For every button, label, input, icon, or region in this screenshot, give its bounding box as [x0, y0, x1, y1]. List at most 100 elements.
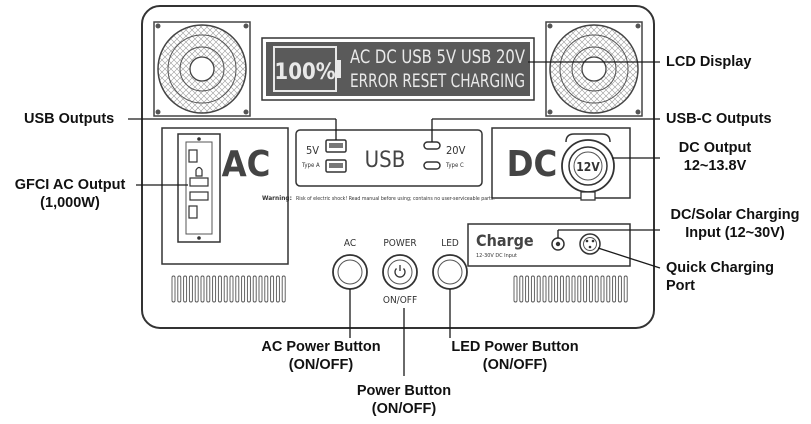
vent-slot: [252, 275, 257, 303]
vent-slot: [623, 275, 628, 303]
vent-slot: [606, 275, 611, 303]
vent-slot: [519, 275, 524, 303]
vent-slot: [542, 275, 547, 303]
fan-right: [545, 21, 643, 117]
vent-slot: [212, 275, 217, 303]
charge-section: Charge 12-30V DC Input: [467, 223, 631, 267]
dc-section: DC 12V: [491, 127, 631, 201]
usb-c-voltage: 20V: [446, 144, 466, 157]
leader-quick: [597, 247, 661, 269]
callout-power-button-line2: (ON/OFF): [371, 401, 437, 417]
vent-slot: [588, 275, 593, 303]
fan-left: [153, 21, 251, 117]
lcd-line-1: AC DC USB 5V USB 20V: [350, 46, 525, 68]
vent-slot: [223, 275, 228, 303]
vent-slot: [281, 275, 286, 303]
callout-usbc-outputs-text: USB-C Outputs: [666, 111, 772, 127]
vent-slot: [559, 275, 564, 303]
callout-dc-output: DC Output 12~13.8V: [660, 139, 770, 175]
callout-usb-outputs: USB Outputs: [24, 110, 114, 128]
usb-section: 5V Type A USB 20V Type C: [295, 129, 483, 187]
ac-outlet[interactable]: [177, 133, 221, 243]
callout-lcd-display-text: LCD Display: [666, 54, 752, 70]
callout-dc-output-line1: DC Output: [678, 140, 752, 156]
vent-slot: [206, 275, 211, 303]
callout-quick-line2: Port: [666, 278, 695, 294]
warning-title: Warning:: [262, 194, 292, 202]
usb-a-type: Type A: [301, 162, 320, 169]
callout-quick-charging: Quick Charging Port: [666, 259, 774, 295]
callout-solar-line2: Input (12~30V): [685, 225, 785, 241]
callout-power-button: Power Button (ON/OFF): [334, 382, 474, 418]
vent-slot: [554, 275, 559, 303]
ac-section: AC: [161, 127, 289, 265]
vent-right: [513, 275, 628, 303]
vent-slot: [571, 275, 576, 303]
callout-led-button: LED Power Button (ON/OFF): [440, 338, 590, 374]
vent-slot: [275, 275, 280, 303]
quick-charging-port[interactable]: [579, 233, 601, 255]
vent-slot: [183, 275, 188, 303]
callout-led-button-line2: (ON/OFF): [482, 357, 548, 373]
vent-slot: [264, 275, 269, 303]
vent-slot: [229, 275, 234, 303]
vent-slot: [177, 275, 182, 303]
vent-slot: [217, 275, 222, 303]
btn-ac-label: AC: [344, 238, 356, 249]
vent-slot: [525, 275, 530, 303]
vent-slot: [548, 275, 553, 303]
vent-slot: [577, 275, 582, 303]
vent-slot: [565, 275, 570, 303]
callout-gfci: GFCI AC Output (1,000W): [0, 176, 140, 212]
usb-label: USB: [365, 148, 406, 173]
lcd-display: 100% AC DC USB 5V USB 20V ERROR RESET CH…: [261, 37, 535, 101]
callout-dc-output-line2: 12~13.8V: [683, 158, 747, 174]
ac-power-button[interactable]: [332, 254, 368, 290]
vent-left: [171, 275, 286, 303]
vent-slot: [513, 275, 518, 303]
vent-slot: [258, 275, 263, 303]
callout-ac-button-line2: (ON/OFF): [288, 357, 354, 373]
ac-label: AC: [222, 144, 271, 185]
callout-solar: DC/Solar Charging Input (12~30V): [662, 206, 808, 242]
vent-slot: [594, 275, 599, 303]
vent-slot: [235, 275, 240, 303]
callout-gfci-line1: GFCI AC Output: [14, 177, 126, 193]
usb-c-port-1[interactable]: [423, 141, 441, 150]
btn-power-label: POWER: [383, 238, 416, 249]
callout-ac-button: AC Power Button (ON/OFF): [246, 338, 396, 374]
power-icon: [394, 265, 406, 278]
car-socket-12v[interactable]: 12V: [561, 133, 615, 201]
dc-label: DC: [507, 144, 558, 185]
callout-power-button-line1: Power Button: [356, 383, 452, 399]
vent-slot: [600, 275, 605, 303]
btn-led-label: LED: [441, 238, 459, 249]
vent-slot: [583, 275, 588, 303]
vent-slot: [530, 275, 535, 303]
vent-slot: [246, 275, 251, 303]
vent-slot: [188, 275, 193, 303]
lcd-line-2: ERROR RESET CHARGING: [350, 70, 525, 92]
button-group: AC POWER LED ON/OFF: [332, 238, 468, 306]
usb-c-type: Type C: [445, 162, 464, 169]
vent-slot: [612, 275, 617, 303]
power-onoff-label: ON/OFF: [383, 295, 417, 306]
car-socket-label: 12V: [576, 160, 600, 174]
dc-solar-input-port[interactable]: [551, 237, 565, 251]
callout-ac-button-line1: AC Power Button: [261, 339, 381, 355]
vent-slot: [536, 275, 541, 303]
vent-slot: [270, 275, 275, 303]
callout-gfci-line2: (1,000W): [40, 195, 100, 211]
callout-solar-line1: DC/Solar Charging: [670, 207, 800, 223]
lcd-battery-percent: 100%: [274, 60, 335, 85]
vent-slot: [194, 275, 199, 303]
callout-lcd-display: LCD Display: [666, 53, 751, 71]
callout-usbc-outputs: USB-C Outputs: [666, 110, 772, 128]
charge-sub: 12-30V DC Input: [476, 253, 517, 259]
usb-c-port-2[interactable]: [423, 161, 441, 170]
led-power-button[interactable]: [432, 254, 468, 290]
charge-label: Charge: [476, 231, 534, 250]
power-button[interactable]: [382, 254, 418, 290]
usb-a-voltage: 5V: [306, 144, 319, 157]
